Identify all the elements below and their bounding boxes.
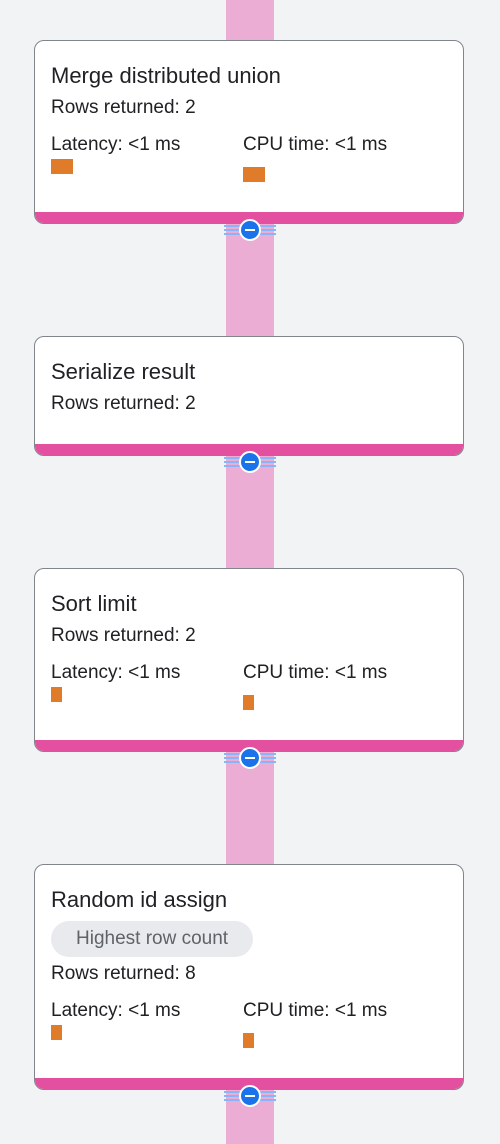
plan-node-sort-limit[interactable]: Sort limit Rows returned: 2 Latency: <1 …	[34, 568, 464, 752]
cpu-time-label: CPU time: <1 ms	[243, 134, 388, 155]
card-accent-bar	[35, 444, 463, 455]
collapse-button[interactable]	[222, 449, 278, 475]
node-title: Merge distributed union	[51, 63, 281, 88]
collapse-minus-icon	[239, 1085, 261, 1107]
cpu-time-label: CPU time: <1 ms	[243, 662, 388, 683]
collapse-button[interactable]	[222, 217, 278, 243]
latency-label: Latency: <1 ms	[51, 134, 181, 155]
plan-node-serialize-result[interactable]: Serialize result Rows returned: 2	[34, 336, 464, 456]
rows-returned: Rows returned: 2	[51, 393, 196, 414]
latency-bar	[51, 687, 62, 702]
node-title: Sort limit	[51, 591, 137, 616]
card-accent-bar	[35, 212, 463, 223]
cpu-time-bar	[243, 167, 265, 182]
card-accent-bar	[35, 740, 463, 751]
latency-bar	[51, 159, 73, 174]
latency-bar	[51, 1025, 62, 1040]
collapse-button[interactable]	[222, 1083, 278, 1109]
cpu-time-bar	[243, 695, 254, 710]
collapse-minus-icon	[239, 219, 261, 241]
node-title: Serialize result	[51, 359, 196, 384]
latency-label: Latency: <1 ms	[51, 662, 181, 683]
highest-row-count-badge: Highest row count	[51, 921, 254, 957]
cpu-time-bar	[243, 1033, 254, 1048]
collapse-minus-icon	[239, 451, 261, 473]
rows-returned: Rows returned: 2	[51, 625, 196, 646]
node-title: Random id assign	[51, 887, 228, 912]
cpu-time-label: CPU time: <1 ms	[243, 1000, 388, 1021]
plan-connector	[226, 222, 274, 338]
rows-returned: Rows returned: 2	[51, 97, 196, 118]
plan-node-merge-distributed-union[interactable]: Merge distributed union Rows returned: 2…	[34, 40, 464, 224]
plan-connector	[226, 750, 274, 866]
card-accent-bar	[35, 1078, 463, 1089]
collapse-minus-icon	[239, 747, 261, 769]
collapse-button[interactable]	[222, 745, 278, 771]
plan-node-random-id-assign[interactable]: Random id assign Highest row count Rows …	[34, 864, 464, 1090]
plan-connector	[226, 0, 274, 42]
rows-returned: Rows returned: 8	[51, 963, 196, 984]
latency-label: Latency: <1 ms	[51, 1000, 181, 1021]
plan-connector	[226, 454, 274, 570]
